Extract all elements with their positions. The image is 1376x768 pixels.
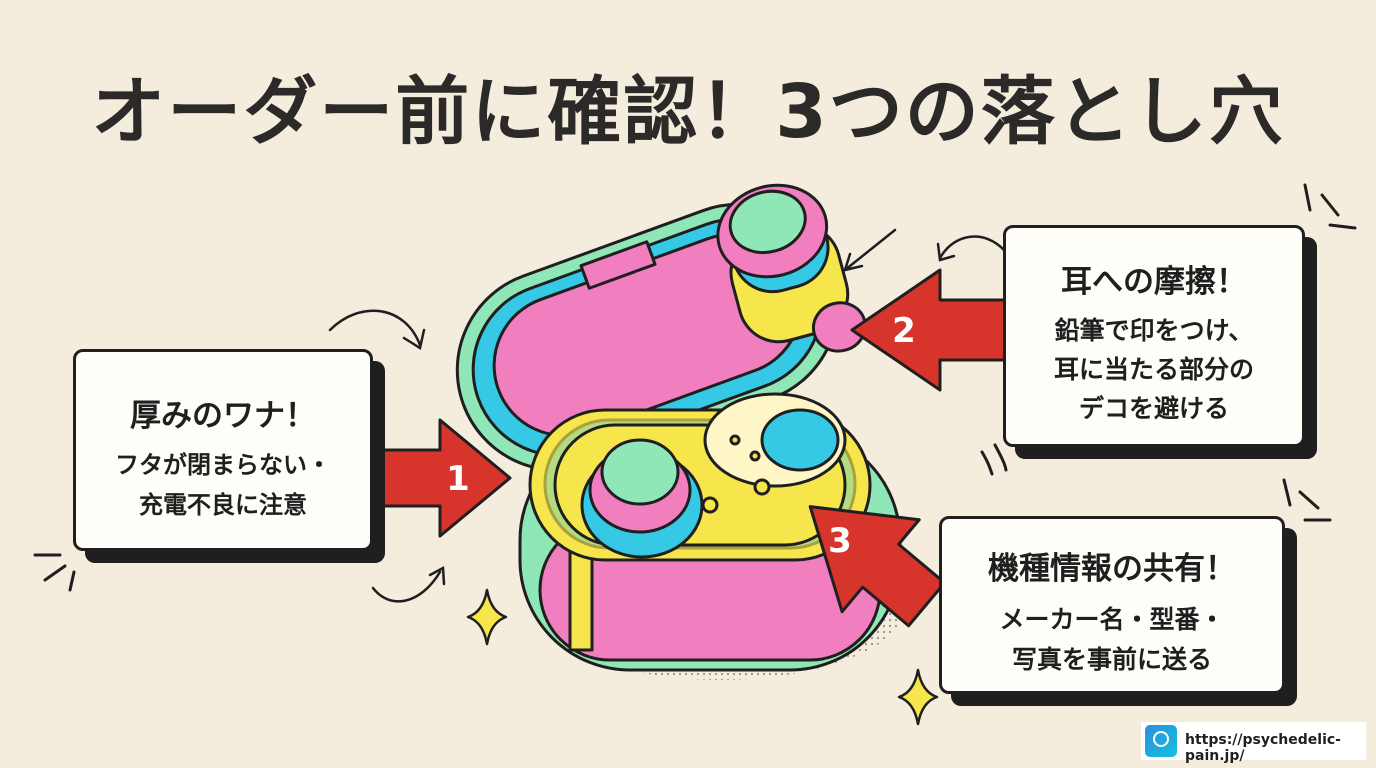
sparkle-icon <box>466 588 508 646</box>
curved-arrow-icon <box>328 309 422 347</box>
arrow-2-icon <box>850 268 1012 392</box>
callout-number-2: 2 <box>892 311 916 351</box>
callout-heading: 機種情報の共有！ <box>988 551 1236 587</box>
sparkle-icon <box>897 668 939 726</box>
callout-heading: 耳への摩擦！ <box>1061 264 1247 300</box>
curved-arrow-icon <box>843 252 864 272</box>
arrow-3-icon <box>808 505 947 628</box>
emphasis-lines-icon <box>33 183 1357 592</box>
callout-line: メーカー名・型番・ <box>999 605 1225 634</box>
callout-card-model-info: 機種情報の共有！ メーカー名・型番・ 写真を事前に送る <box>939 516 1285 694</box>
callout-card-thickness: 厚みのワナ！ フタが閉まらない・ 充電不良に注意 <box>73 349 373 551</box>
callout-number-3: 3 <box>828 521 852 561</box>
callout-heading: 厚みのワナ！ <box>130 398 316 434</box>
callout-line: 充電不良に注意 <box>139 491 307 519</box>
callout-number-1: 1 <box>446 459 470 499</box>
arrow-1-icon <box>360 418 512 538</box>
callout-line: デコを避ける <box>1078 394 1229 423</box>
site-url-link[interactable]: https://psychedelic-pain.jp/ <box>1185 732 1341 764</box>
page-title: オーダー前に確認！3つの落とし穴 <box>91 69 1285 155</box>
callout-card-ear-friction: 耳への摩擦！ 鉛筆で印をつけ、 耳に当たる部分の デコを避ける <box>1003 225 1305 447</box>
callout-line: フタが閉まらない・ <box>115 451 331 479</box>
curved-arrow-icon <box>936 242 956 262</box>
curved-arrow-icon <box>371 570 442 603</box>
site-footer: https://psychedelic-pain.jp/ <box>1141 722 1366 764</box>
curved-arrow-icon <box>428 565 446 586</box>
curved-arrow-icon <box>843 228 897 272</box>
site-logo-icon <box>1145 725 1177 757</box>
curved-arrow-icon <box>938 235 1006 260</box>
callout-line: 写真を事前に送る <box>1011 645 1212 674</box>
callout-line: 耳に当たる部分の <box>1053 355 1254 384</box>
callout-line: 鉛筆で印をつけ、 <box>1054 316 1254 345</box>
earbuds-case-illustration <box>455 183 910 680</box>
curved-arrow-icon <box>402 328 426 350</box>
